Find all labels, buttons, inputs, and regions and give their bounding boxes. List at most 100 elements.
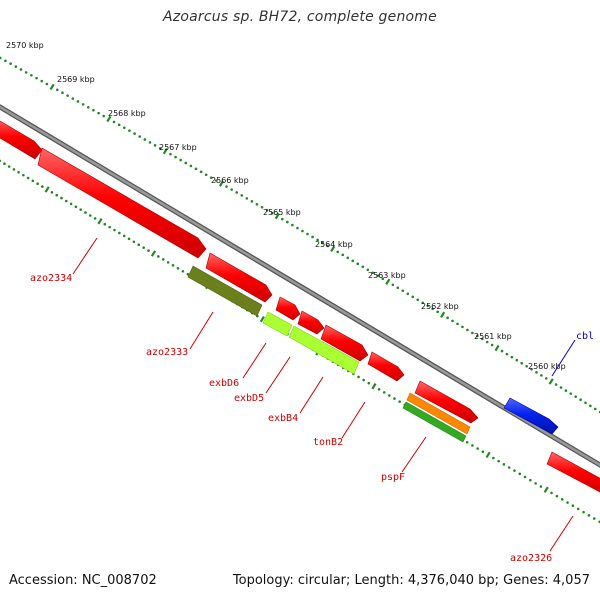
ruler-minor-tick: [225, 185, 228, 188]
ruler-minor-tick: [93, 217, 97, 220]
ruler-minor-tick: [461, 325, 464, 329]
ruler-minor-tick: [366, 268, 370, 272]
ruler-minor-tick: [416, 298, 420, 302]
ruler-minor-tick: [492, 456, 495, 460]
ruler-minor-tick: [382, 391, 386, 394]
ruler-minor-tick: [579, 398, 582, 402]
ruler-minor-tick: [0, 56, 2, 60]
ruler-minor-tick: [377, 388, 381, 391]
ruler-minor-tick: [296, 226, 299, 230]
ruler-minor-tick: [520, 361, 524, 365]
ruler-minor-tick: [171, 264, 175, 267]
gene-label-exbB4[interactable]: exbB4: [268, 413, 298, 424]
ruler-major-tick: [97, 218, 103, 225]
ruler-minor-tick: [564, 389, 568, 392]
ruler-minor-tick: [122, 234, 126, 238]
ruler-major-tick: [162, 148, 168, 155]
gene-block-exbD5[interactable]: [297, 310, 325, 335]
gene-block-exbD6[interactable]: [275, 296, 301, 321]
ruler-minor-tick: [71, 97, 75, 100]
ruler-minor-tick: [513, 469, 516, 472]
gene-label-azo2326[interactable]: azo2326: [510, 553, 552, 564]
ruler-minor-tick: [421, 301, 425, 305]
gene-block-azo2333[interactable]: [205, 252, 273, 303]
gene-block-exbB4[interactable]: [320, 324, 369, 362]
ruler-minor-tick: [97, 111, 100, 115]
ruler-minor-tick: [584, 401, 587, 405]
ruler-minor-tick: [436, 310, 439, 314]
ruler-minor-tick: [555, 494, 559, 498]
ruler-minor-tick: [79, 208, 82, 211]
gene-label-cbl[interactable]: cbl: [576, 331, 594, 342]
tick-label-2569: 2569 kbp: [57, 75, 95, 84]
ruler-minor-tick: [544, 377, 548, 380]
gene-label-tonB2[interactable]: tonB2: [313, 437, 343, 448]
gene-block-cbl[interactable]: [503, 397, 559, 435]
gene-label-azo2333[interactable]: azo2333: [146, 347, 188, 358]
gene-label-exbD5[interactable]: exbD5: [234, 393, 264, 404]
gene-label-azo2334[interactable]: azo2334: [30, 273, 72, 284]
ruler-minor-tick: [286, 220, 289, 224]
ruler-minor-tick: [471, 444, 474, 447]
label-leader-lines: [72, 237, 576, 552]
ruler-minor-tick: [55, 88, 59, 92]
ruler-minor-tick: [81, 103, 85, 106]
ruler-minor-tick: [26, 176, 30, 180]
ruler-major-tick: [274, 212, 280, 220]
ruler-minor-tick: [582, 510, 585, 514]
ruler-minor-tick: [475, 334, 479, 338]
ruler-minor-tick: [306, 232, 309, 236]
ruler-minor-tick: [505, 352, 509, 356]
gene-block-azo2334-a[interactable]: [0, 118, 43, 160]
feature-bar-orange: [406, 392, 471, 435]
ruler-minor-tick: [60, 196, 63, 200]
ruler-minor-tick: [186, 272, 190, 276]
ruler-minor-tick: [0, 159, 2, 163]
ruler-minor-tick: [336, 250, 340, 254]
ruler-minor-tick: [550, 491, 553, 495]
tick-label-2567: 2567 kbp: [159, 143, 197, 152]
ruler-minor-tick: [153, 144, 157, 147]
ruler-minor-tick: [176, 267, 180, 270]
ruler-major-tick: [385, 278, 391, 285]
ruler-minor-tick: [17, 170, 20, 174]
ruler-minor-tick: [280, 217, 284, 221]
ruler-minor-tick: [471, 331, 474, 335]
ruler-minor-tick: [535, 371, 538, 374]
ruler-minor-tick: [204, 173, 208, 177]
ruler-major-tick: [543, 486, 549, 493]
ruler-minor-tick: [142, 246, 145, 249]
gene-label-exbD6[interactable]: exbD6: [209, 378, 239, 389]
ruler-minor-tick: [31, 179, 35, 183]
ruler-minor-tick: [523, 475, 527, 479]
gene-block-azo2326[interactable]: [546, 451, 600, 495]
ruler-minor-tick: [362, 378, 365, 382]
ruler-minor-tick: [356, 262, 360, 266]
ruler-minor-tick: [64, 199, 68, 203]
ruler-minor-tick: [554, 383, 558, 386]
ruler-minor-tick: [431, 307, 434, 311]
ruler-minor-tick: [69, 202, 73, 206]
gene-block-tonB2[interactable]: [367, 351, 405, 382]
gene-block-pspF[interactable]: [414, 380, 479, 424]
ruler-minor-tick: [480, 337, 484, 341]
ruler-minor-tick: [426, 304, 429, 308]
ruler-minor-tick: [157, 255, 160, 258]
gene-label-pspF[interactable]: pspF: [381, 472, 405, 483]
ruler-minor-tick: [576, 507, 580, 511]
ruler-minor-tick: [45, 82, 49, 86]
tick-label-2560: 2560 kbp: [528, 362, 566, 371]
ruler-minor-tick: [393, 397, 396, 400]
ruler-minor-tick: [502, 463, 506, 466]
ruler-minor-tick: [7, 165, 11, 168]
ruler-minor-tick: [215, 179, 218, 182]
ruler-minor-tick: [361, 265, 365, 269]
feature-bar-olive: [187, 265, 263, 317]
gene-block-azo2334[interactable]: [37, 147, 207, 259]
ruler-minor-tick: [260, 205, 264, 209]
tick-label-2561: 2561 kbp: [474, 332, 512, 341]
ruler-minor-tick: [181, 269, 185, 273]
ruler-minor-tick: [593, 407, 597, 411]
ruler-minor-tick: [485, 340, 489, 344]
